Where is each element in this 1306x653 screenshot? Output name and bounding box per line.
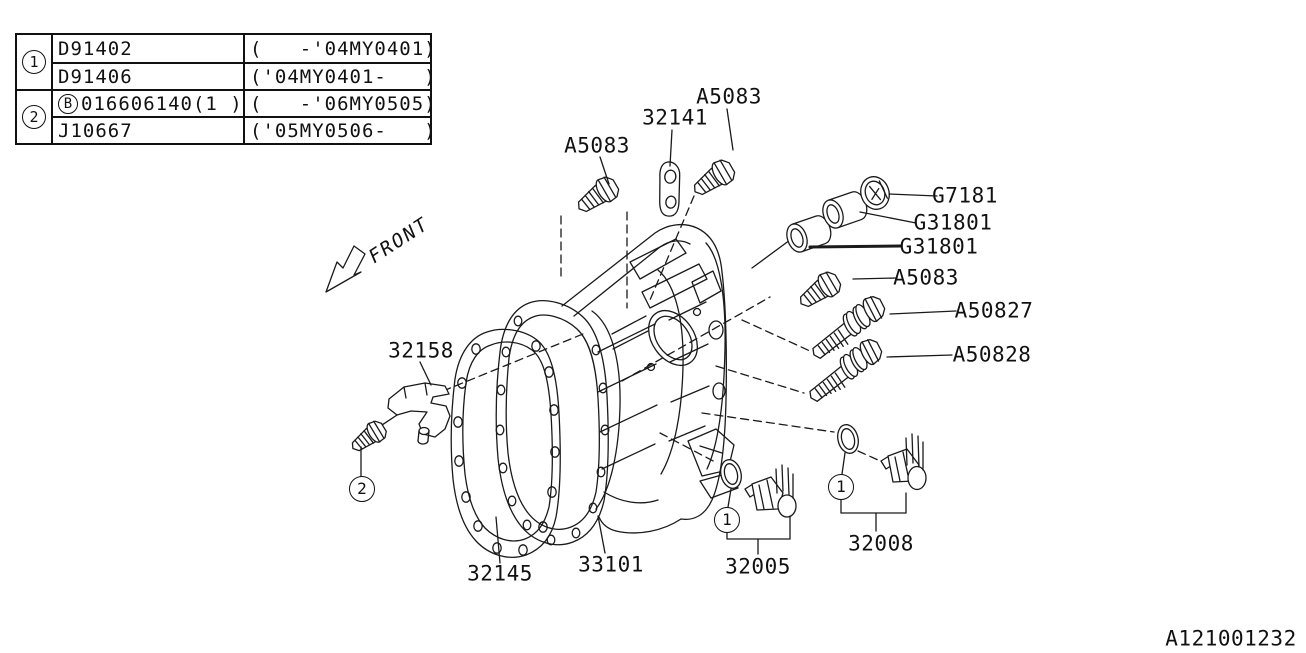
sleeve-axis-line [752, 240, 790, 268]
plate-32141 [653, 161, 686, 218]
bolt-a5083-side [792, 267, 845, 313]
gasket-bolt-holes [454, 341, 559, 555]
circled-ref-2: 2 [22, 105, 46, 129]
table-range-d91406: ('04MY0401- ) [243, 62, 430, 89]
case-body [562, 225, 738, 533]
callout-32158: 32158 [388, 338, 454, 363]
callout-a5083-top-left: A5083 [564, 133, 630, 158]
sensor-32008 [881, 434, 926, 490]
bracket-32158 [388, 383, 450, 444]
callout-g7181: G7181 [932, 183, 998, 208]
case-front-flange [496, 301, 609, 545]
callout-a50828: A50828 [952, 342, 1032, 367]
oring-32008 [834, 421, 862, 457]
ref-marker-1-32005: 1 [714, 507, 740, 533]
callout-32008: 32008 [848, 531, 914, 556]
gasket-32145 [451, 329, 560, 557]
table-part-j10667: J10667 [51, 116, 243, 143]
callout-32005: 32005 [725, 554, 791, 579]
table-range-d91402: ( -'04MY0401) [243, 35, 430, 62]
front-arrow [326, 246, 365, 292]
ref-marker-1-32008: 1 [828, 474, 854, 500]
callout-a50827: A50827 [954, 298, 1034, 323]
callout-g31801-inner: G31801 [899, 234, 979, 259]
dashed-guide-lines [443, 196, 878, 463]
sensor-32005 [745, 465, 796, 517]
table-range-016606140: ( -'06MY0505) [243, 89, 430, 116]
table-part-016606140-text: 016606140(1 ) [81, 92, 243, 115]
table-ref-1: 1 [17, 35, 51, 89]
table-ref-2: 2 [17, 89, 51, 143]
circled-b-prefix: B [58, 93, 78, 114]
table-range-j10667: ('05MY0506- ) [243, 116, 430, 143]
circled-ref-1: 1 [22, 50, 46, 74]
callout-33101: 33101 [578, 552, 644, 577]
callout-32141: 32141 [642, 105, 708, 130]
callout-a5083-side: A5083 [893, 265, 959, 290]
callout-32145: 32145 [467, 561, 533, 586]
reference-table: 1 D91402 ( -'04MY0401) D91406 ('04MY0401… [15, 33, 432, 145]
bracket-bolt [345, 417, 390, 456]
case-top-opening [639, 301, 708, 374]
callout-a5083-top-right: A5083 [696, 84, 762, 109]
callout-g31801-outer: G31801 [913, 210, 993, 235]
cap-g7181 [856, 173, 893, 213]
case-mount-bosses [688, 429, 738, 498]
ref-marker-2: 2 [349, 476, 375, 502]
table-part-d91406: D91406 [51, 62, 243, 89]
leader-lines [361, 109, 956, 563]
flange-bolt-holes [496, 316, 609, 545]
table-part-d91402: D91402 [51, 35, 243, 62]
case-33101 [496, 225, 738, 545]
drawing-id: A121001232 [1165, 626, 1297, 651]
bolt-a5083-top-left [570, 172, 623, 218]
bolt-a5083-top-right [686, 155, 739, 201]
